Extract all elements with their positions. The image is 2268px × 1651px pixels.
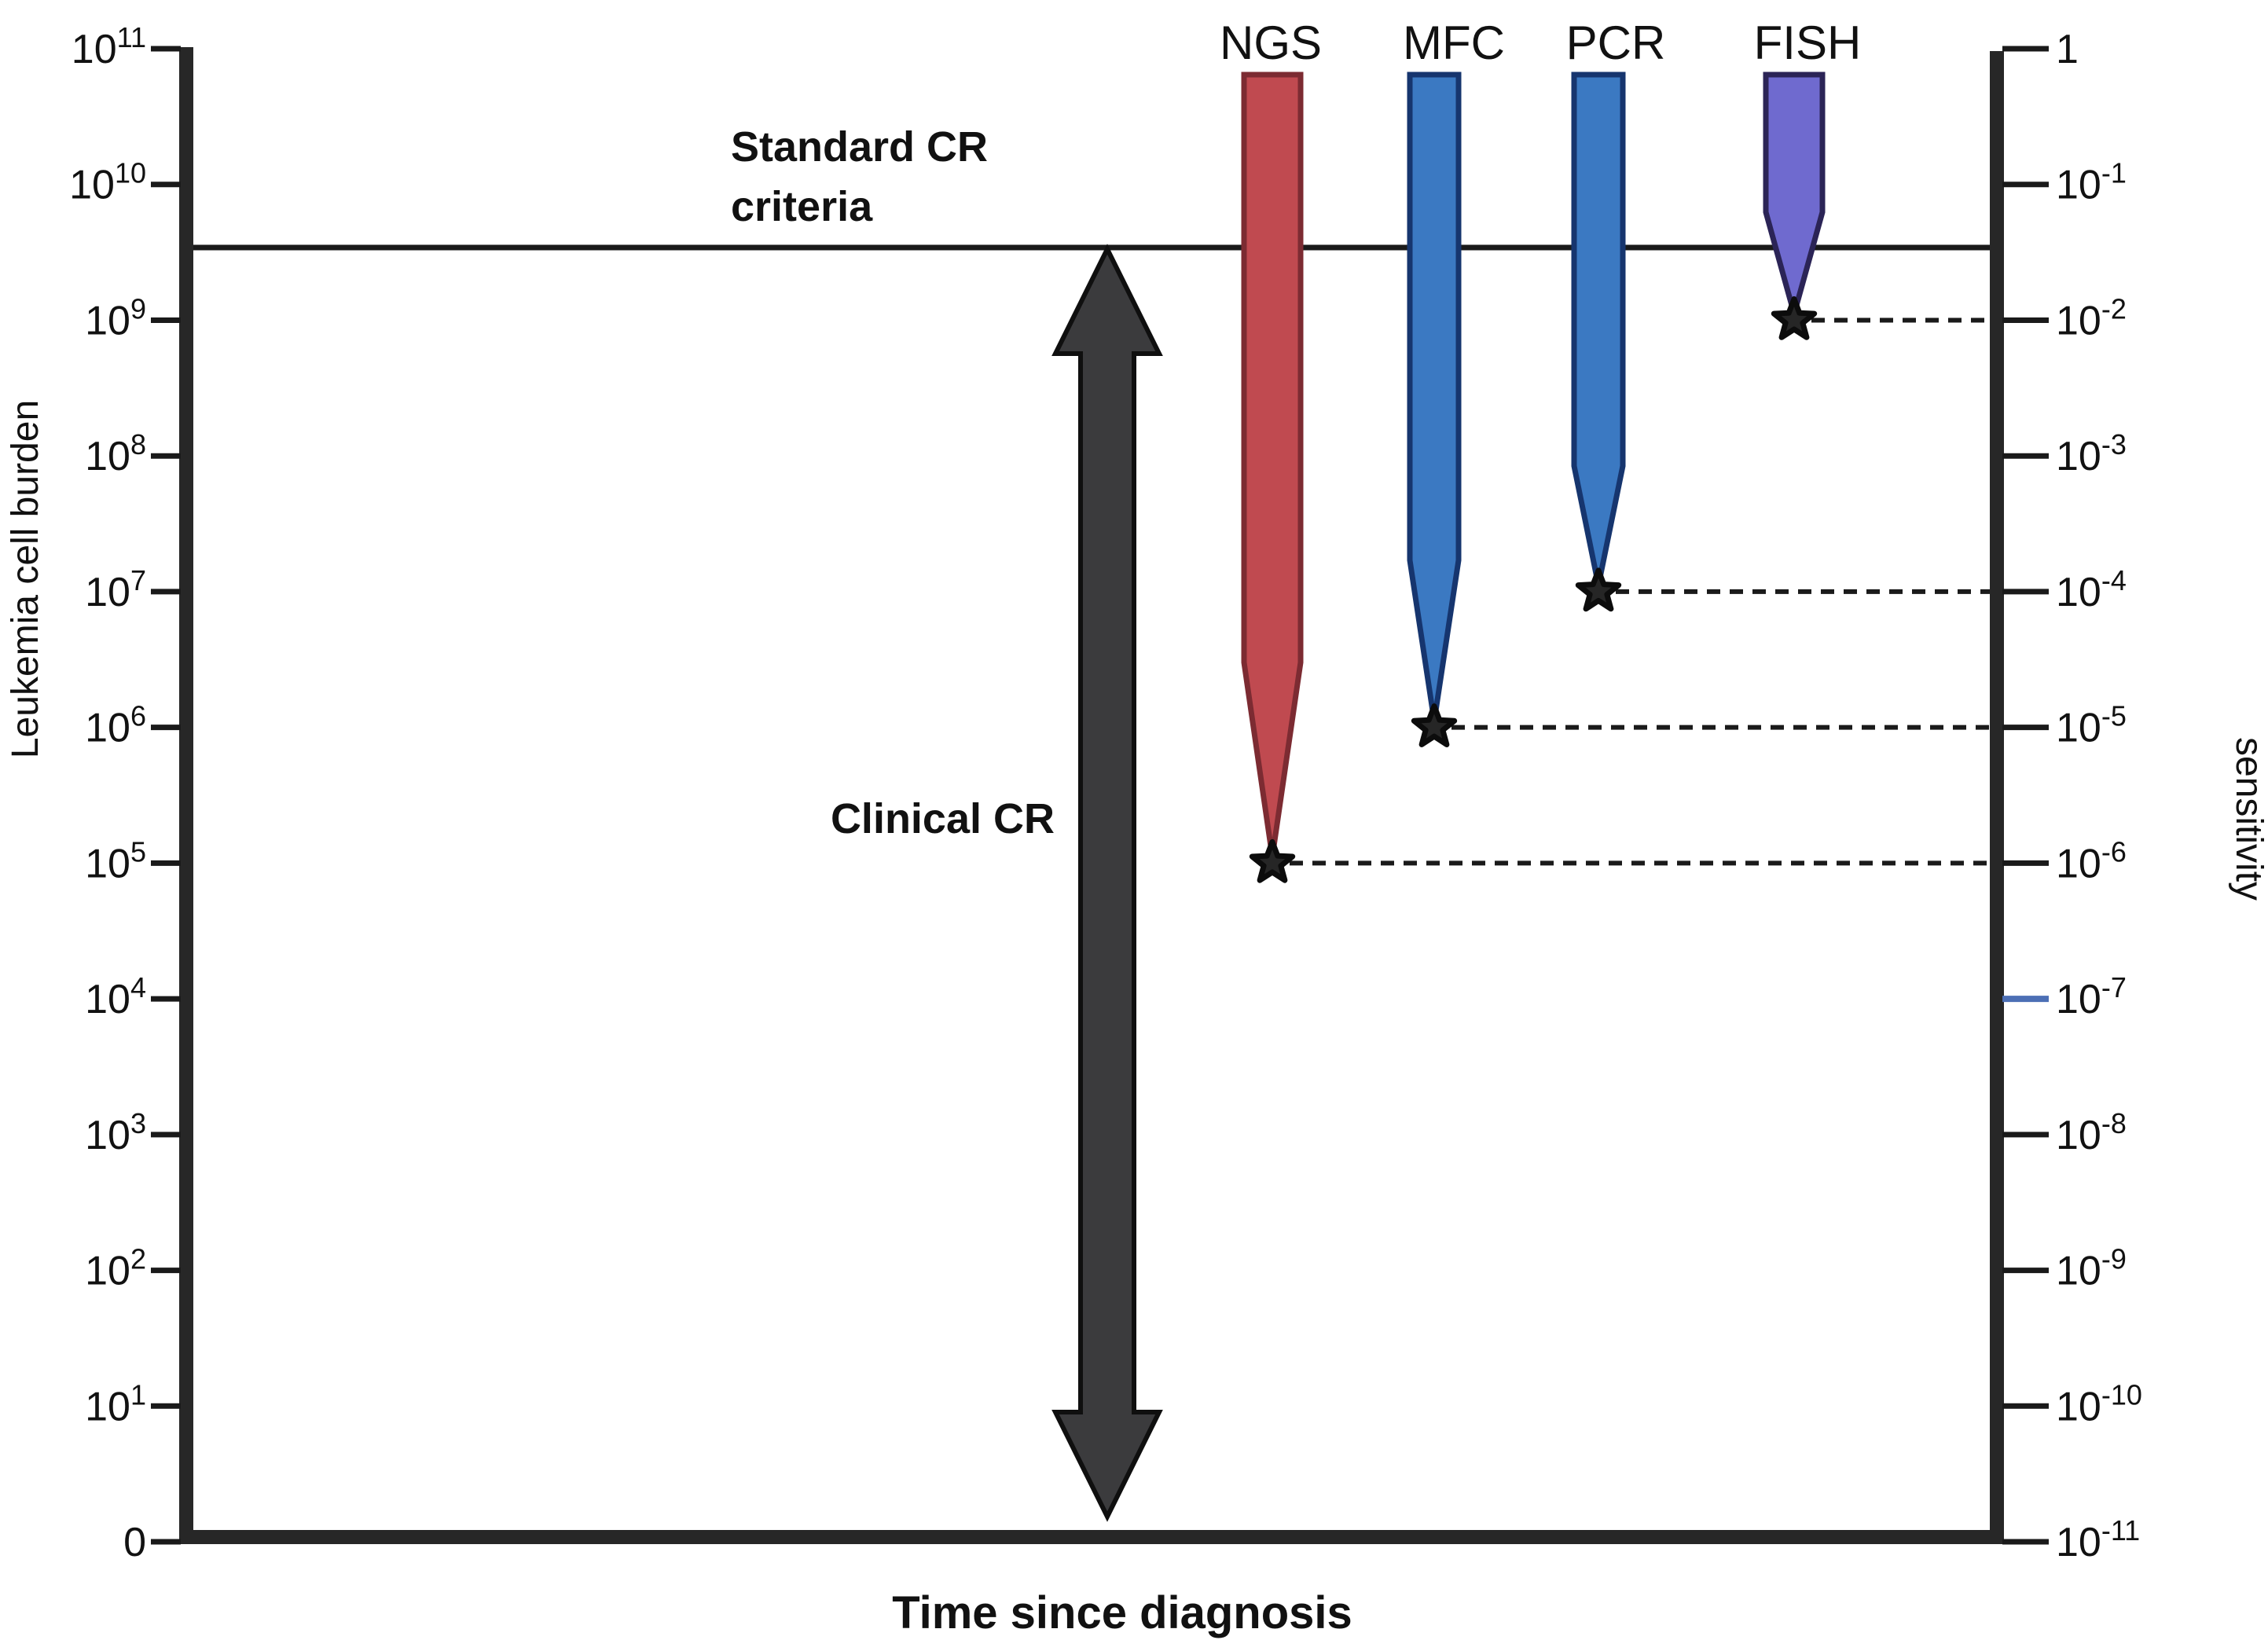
method-bar-fish	[1763, 72, 1826, 325]
right-tick-label-6: 10-6	[2056, 835, 2127, 886]
detection-dash-lines	[1290, 317, 1990, 866]
right-tick-label-11: 10-11	[2056, 1514, 2140, 1565]
method-bar-mfc	[1407, 72, 1462, 722]
method-bar-ngs	[1241, 72, 1304, 857]
right-tick-label-10: 10-10	[2056, 1378, 2142, 1429]
method-label-fish: FISH	[1754, 17, 1862, 69]
left-axis-title: Leukemia cell burden	[5, 400, 46, 758]
standard-cr-label-line2: criteria	[731, 183, 873, 230]
method-bars	[1241, 72, 1826, 857]
left-axis-bar	[179, 47, 193, 1544]
left-tick-label-8: 103	[85, 1107, 146, 1158]
right-tick-label-4: 10-4	[2056, 564, 2127, 615]
right-tick-label-5: 10-5	[2056, 700, 2127, 751]
left-tick-label-1: 1010	[69, 157, 146, 208]
method-bar-pcr	[1571, 72, 1626, 586]
left-tick-label-7: 104	[85, 971, 146, 1022]
left-tick-label-10: 101	[85, 1378, 146, 1429]
clinical-cr-arrow	[1051, 244, 1163, 1522]
detection-star-mfc	[1411, 703, 1458, 747]
right-tick-label-8: 10-8	[2056, 1107, 2127, 1158]
left-tick-label-3: 108	[85, 428, 146, 479]
method-labels: NGS MFC PCR FISH	[1220, 17, 1861, 69]
detection-star-pcr	[1575, 567, 1622, 612]
left-tick-label-0: 1011	[72, 21, 146, 72]
clinical-cr-label: Clinical CR	[831, 795, 1055, 842]
bottom-axis-bar	[179, 1530, 2004, 1544]
left-tick-label-9: 102	[85, 1243, 146, 1294]
right-tick-label-9: 10-9	[2056, 1243, 2127, 1294]
standard-cr-label-line1: Standard CR	[731, 123, 988, 171]
detection-limit-stars	[1249, 296, 1818, 883]
axis-frame	[179, 47, 2004, 1544]
right-axis-ticks: 1 10-1 10-2 10-3 10-4 10-5 10-6 10-7 10-8 10-9 10-…	[2002, 27, 2142, 1565]
left-tick-label-4: 107	[85, 564, 146, 615]
right-tick-label-0: 1	[2056, 27, 2079, 72]
left-tick-label-11: 0	[123, 1520, 146, 1565]
left-tick-label-6: 105	[85, 835, 146, 886]
detection-star-ngs	[1249, 838, 1296, 883]
method-label-pcr: PCR	[1566, 17, 1666, 69]
method-label-mfc: MFC	[1403, 17, 1505, 69]
right-tick-label-3: 10-3	[2056, 428, 2127, 479]
method-label-ngs: NGS	[1220, 17, 1322, 69]
right-tick-label-2: 10-2	[2056, 292, 2127, 343]
right-axis-bar	[1990, 51, 2004, 1544]
right-tick-label-7: 10-7	[2056, 971, 2127, 1022]
x-axis-title: Time since diagnosis	[892, 1587, 1352, 1638]
left-tick-label-5: 106	[85, 700, 146, 751]
right-axis-title: sensitivity	[2228, 737, 2268, 901]
detection-star-fish	[1771, 296, 1818, 340]
right-tick-label-1: 10-1	[2056, 157, 2127, 208]
left-tick-label-2: 109	[85, 292, 146, 343]
